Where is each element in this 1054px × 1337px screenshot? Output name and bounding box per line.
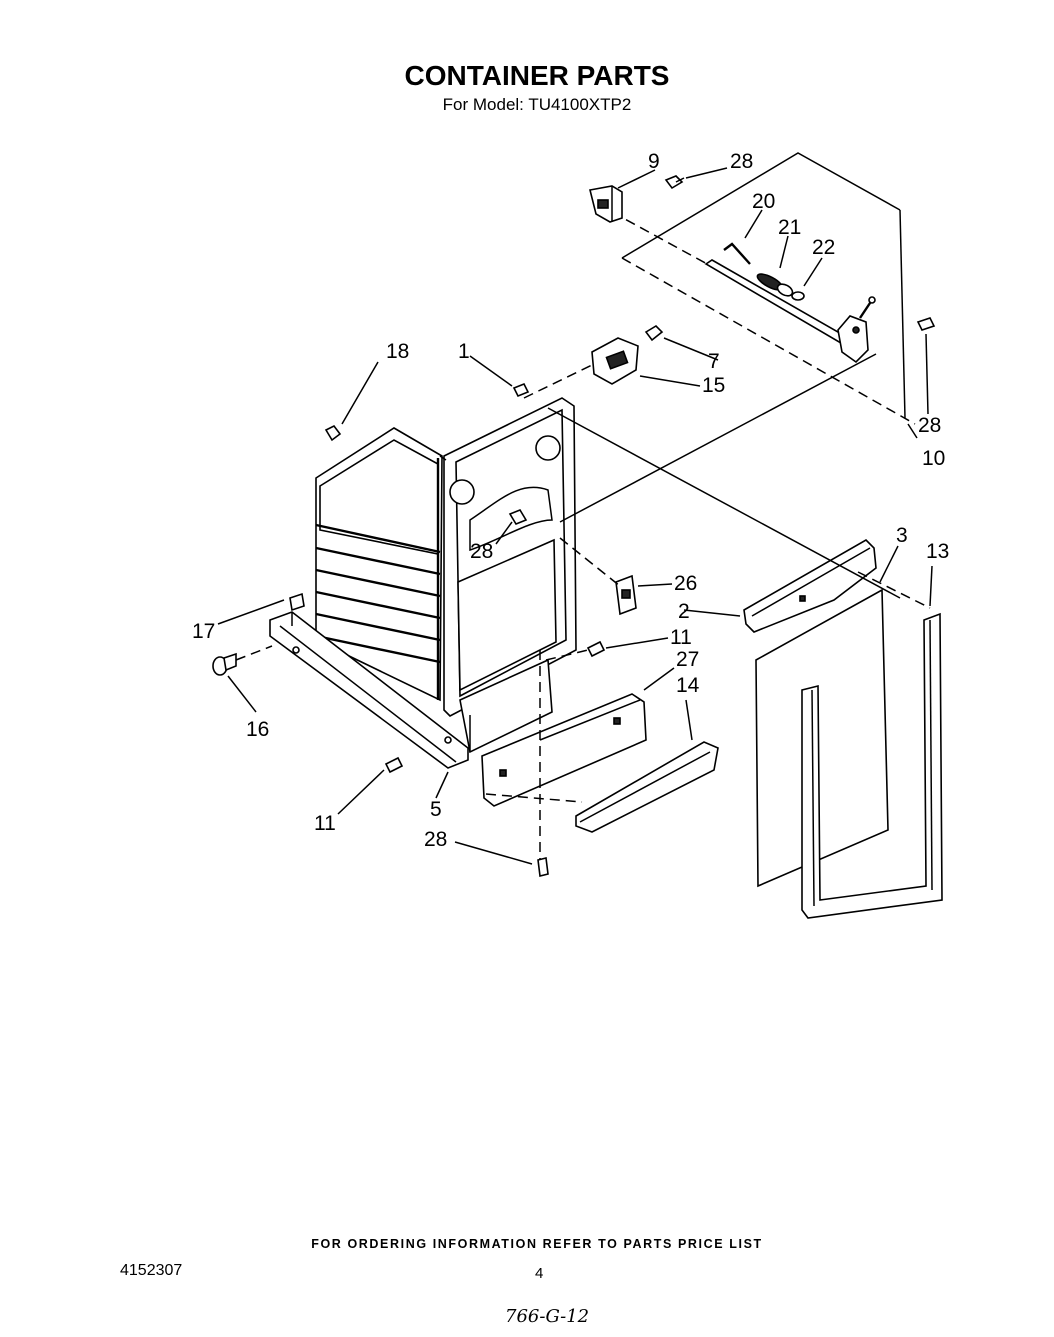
callout-labels: 9 28 20 21 22 18 1 7 15 28 10 28 26 3 13… (192, 150, 949, 851)
callout-9: 9 (648, 150, 660, 173)
callout-3: 3 (896, 524, 908, 547)
callout-21: 21 (778, 216, 801, 239)
part-18-screw (324, 424, 342, 442)
handwritten-code: 766-G-12 (505, 1306, 590, 1327)
part-3-door-panel (755, 588, 889, 888)
leader-lines (217, 167, 933, 865)
part-2-top-trim (743, 539, 877, 633)
part-28-screw-middle (508, 509, 528, 525)
callout-28-middle: 28 (470, 540, 493, 563)
callout-26: 26 (674, 572, 697, 595)
callout-15: 15 (702, 374, 725, 397)
callout-2: 2 (678, 600, 690, 623)
part-14-handle (575, 741, 719, 833)
callout-28-bottom: 28 (424, 828, 447, 851)
part-7-screw (644, 324, 664, 342)
page-number: 4 (535, 1265, 544, 1282)
callout-28-top: 28 (730, 150, 753, 173)
part-5-base-rail (269, 611, 469, 769)
callout-7: 7 (708, 350, 720, 373)
part-11-screw-right (586, 640, 606, 658)
container-body (315, 397, 577, 717)
part-17-nut (289, 592, 305, 612)
part-11-screw-left (384, 756, 404, 774)
callout-1: 1 (458, 340, 470, 363)
document-number: 4152307 (120, 1262, 183, 1279)
part-26-clip (615, 574, 637, 616)
part-27-front-bracket (481, 693, 647, 807)
part-1-screw (512, 382, 530, 398)
base-pan (459, 658, 553, 754)
callout-14: 14 (676, 674, 700, 697)
part-20-pin (723, 242, 751, 265)
callout-13: 13 (926, 540, 949, 563)
part-13-gasket-frame (801, 612, 943, 919)
callout-18: 18 (386, 340, 409, 363)
callout-20: 20 (752, 190, 775, 213)
callout-27: 27 (676, 648, 699, 671)
part-10-hinge-bracket (837, 296, 876, 364)
part-9-bracket (589, 185, 623, 223)
callout-11-right: 11 (670, 626, 692, 649)
page-title: CONTAINER PARTS (404, 60, 670, 91)
part-28-screw-bottom (537, 857, 549, 877)
part-22-washer (791, 291, 805, 301)
callout-11-left: 11 (314, 812, 336, 835)
callout-17: 17 (192, 620, 215, 643)
part-28-screw-right (916, 317, 936, 331)
callout-16: 16 (246, 718, 269, 741)
part-15-latch (591, 337, 639, 385)
part-21-rod-and-spring (704, 259, 854, 348)
callout-5: 5 (430, 798, 442, 821)
callout-22: 22 (812, 236, 835, 259)
part-28-screw-top (664, 175, 685, 190)
ordering-note: FOR ORDERING INFORMATION REFER TO PARTS … (311, 1237, 763, 1251)
callout-10: 10 (922, 447, 945, 470)
callout-28-right: 28 (918, 414, 941, 437)
part-16-foot (212, 652, 237, 676)
model-subtitle: For Model: TU4100XTP2 (442, 95, 632, 114)
